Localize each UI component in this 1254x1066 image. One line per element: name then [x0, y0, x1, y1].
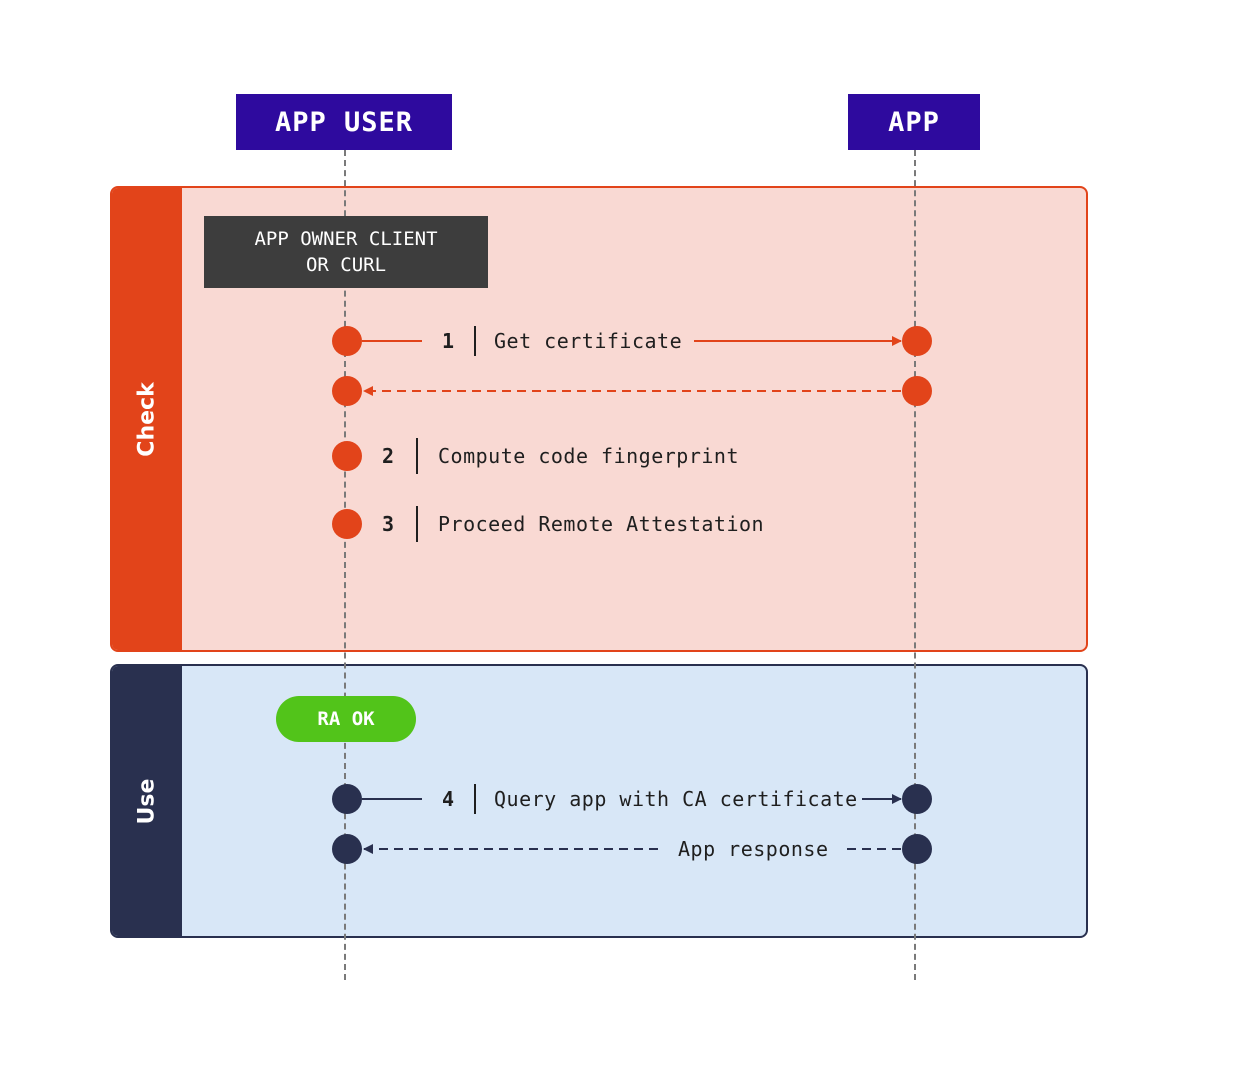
app-participant-label: APP [888, 106, 940, 138]
app-participant: APP [848, 94, 980, 150]
app-user-participant-label: APP USER [274, 106, 414, 138]
ra-ok-label: RA OK [317, 708, 375, 730]
step-4-user-dot [332, 784, 362, 814]
step-2-dot [332, 441, 362, 471]
step-4-divider [474, 784, 476, 814]
client-box-line-2: OR CURL [305, 254, 387, 276]
step-2-number: 2 [381, 444, 395, 468]
step-3-number: 3 [381, 512, 395, 536]
step-4-response-user-dot [332, 834, 362, 864]
step-1-response-app-dot [902, 376, 932, 406]
step-2-text: Compute code fingerprint [438, 444, 739, 468]
app-user-participant: APP USER [236, 94, 452, 150]
app-user-lifeline [344, 150, 346, 980]
step-3-dot [332, 509, 362, 539]
app-lifeline [914, 150, 916, 980]
use-section-label-bar: Use [112, 666, 182, 936]
step-3-divider [416, 506, 418, 542]
client-box-line-1: APP OWNER CLIENT [254, 228, 438, 250]
step-1-app-dot [902, 326, 932, 356]
step-1-user-dot [332, 326, 362, 356]
step-4-text: Query app with CA certificate [494, 787, 858, 811]
check-section-label-bar: Check [112, 188, 182, 650]
client-box: APP OWNER CLIENT OR CURL [204, 216, 488, 288]
step-2-divider [416, 438, 418, 474]
step-3-text: Proceed Remote Attestation [438, 512, 765, 536]
step-1-divider [474, 326, 476, 356]
step-1-response-user-dot [332, 376, 362, 406]
app-response-text: App response [678, 837, 829, 861]
ra-ok-badge: RA OK [276, 696, 416, 742]
step-4-number: 4 [441, 787, 455, 811]
step-1-text: Get certificate [494, 329, 683, 353]
step-4-app-dot [902, 784, 932, 814]
step-4-response-app-dot [902, 834, 932, 864]
step-1-number: 1 [441, 329, 455, 353]
